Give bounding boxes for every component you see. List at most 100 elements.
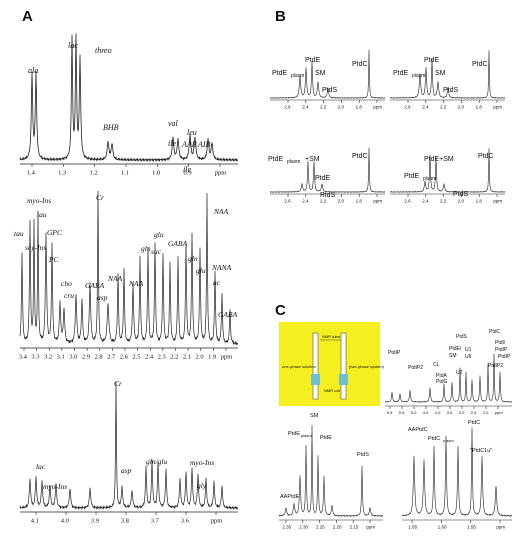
tick-label: 1.8 [476, 105, 483, 110]
nmr-tube-schematic: NMR tube one-phase solution (two-phase s… [279, 322, 385, 406]
peak-label: Cr [96, 193, 104, 202]
peak-label: PtdC [489, 329, 501, 335]
peak-label: PtdIP2 [408, 365, 423, 371]
tick-label: 2.5 [132, 354, 140, 361]
spectrum-label: PtdE [268, 156, 284, 163]
peak-label: glu [196, 266, 206, 275]
spectrum-label: PtdC [478, 153, 494, 160]
schematic-label: NMR tube [322, 334, 341, 339]
spectrum-label: PtdE+SM [424, 156, 454, 163]
peak-label: U6 [465, 354, 472, 360]
tick-label: 3.1 [57, 354, 65, 361]
tick-label: 2.2 [440, 199, 447, 204]
schematic-label: one-phase solution [282, 364, 316, 369]
spectrum-label: PtdC [352, 61, 368, 68]
peak-label: U2 [456, 370, 463, 376]
tick-label: 4.5 [423, 410, 429, 415]
tick-label: 2.6 [404, 105, 411, 110]
peak-label: ala [28, 66, 38, 75]
tick-label: 1.9 [208, 354, 216, 361]
tick-label: ppm [366, 525, 375, 530]
peak-label: plasm [443, 438, 454, 443]
spectrum-label: PtdE [305, 57, 321, 64]
peak-label: PtdS [357, 452, 369, 458]
peak-label: AAPtdC [408, 427, 428, 433]
tick-label: 5.0 [411, 410, 417, 415]
peak-label: val [168, 119, 179, 128]
peak-label: gln [141, 244, 151, 253]
spectrum-trace [269, 49, 386, 99]
nmr-tube-left [312, 332, 319, 400]
peak-label: PtdG [436, 379, 448, 385]
tick-label: 3.8 [121, 518, 129, 525]
spectrum-label: plasm [291, 73, 304, 79]
spectrum-trace [389, 148, 506, 193]
spectrum-label: PtdS [453, 191, 469, 198]
tick-label: 4.1 [31, 518, 39, 525]
peak-label: plasm [301, 433, 312, 438]
tick-label: 2.6 [404, 199, 411, 204]
tick-label: 3.3 [31, 354, 39, 361]
peak-label: PtdC [468, 420, 480, 426]
peak-label: myo-Ins [27, 196, 51, 205]
tick-label: 2.6 [284, 105, 291, 110]
peak-label: PtdA [436, 373, 448, 379]
spectrum-trace [19, 33, 239, 163]
spectrum-label: PtdS [322, 87, 338, 94]
tick-label: 1.0 [152, 170, 160, 177]
tick-label: 2.30 [299, 525, 308, 530]
tick-label: ppm [495, 410, 503, 415]
tick-label: 4.0 [61, 518, 69, 525]
peak-label: gln/glu [146, 457, 168, 466]
spectrum-trace [278, 424, 384, 517]
tick-label: ppm [221, 354, 233, 361]
tick-label: 2.2 [320, 105, 327, 110]
tick-label: 2.4 [422, 105, 429, 110]
spectrum-label: PtdE [393, 70, 409, 77]
tick-label: 1.1 [121, 170, 129, 177]
spectrum-label: plasm [287, 159, 300, 165]
tick-label: 1.3 [58, 170, 66, 177]
spectrum-trace [269, 147, 386, 193]
peak-label: PtdIP [388, 350, 401, 356]
peak-label: glu [154, 230, 164, 239]
tick-label: 1.8 [476, 199, 483, 204]
peak-label: PtdIP [498, 354, 511, 360]
tick-label: 2.9 [82, 354, 90, 361]
tick-label: 2.0 [458, 105, 465, 110]
peak-label: PtdE [320, 435, 332, 441]
tick-label: ppm [215, 170, 227, 177]
peak-label: PtdS [456, 334, 468, 340]
peak-label: asp [121, 466, 132, 475]
peak-label: gln [188, 254, 198, 263]
spectrum-trace [401, 427, 513, 517]
tick-label: 1.55 [467, 525, 476, 530]
peak-label: myo-Ins [190, 458, 214, 467]
peak-label: BHB [103, 123, 119, 132]
peak-label: PtdE [288, 431, 300, 437]
peak-label: lac [68, 41, 78, 50]
schematic-background [279, 322, 380, 406]
tick-label: 3.0 [459, 410, 465, 415]
peak-label: NANA [211, 263, 232, 272]
peak-label: gly [197, 481, 207, 490]
tick-label: 2.4 [145, 354, 154, 361]
peak-label: PtdIP [495, 347, 508, 353]
tick-label: 2.8 [95, 354, 103, 361]
peak-label: myo-Ins [43, 482, 67, 491]
spectrum-trace [384, 353, 513, 403]
tick-label: 1.4 [27, 170, 36, 177]
spectrum-label: SM [315, 70, 326, 77]
tick-label: 3.7 [151, 518, 160, 525]
tick-label: 2.4 [302, 199, 309, 204]
tick-label: 3.5 [447, 410, 453, 415]
